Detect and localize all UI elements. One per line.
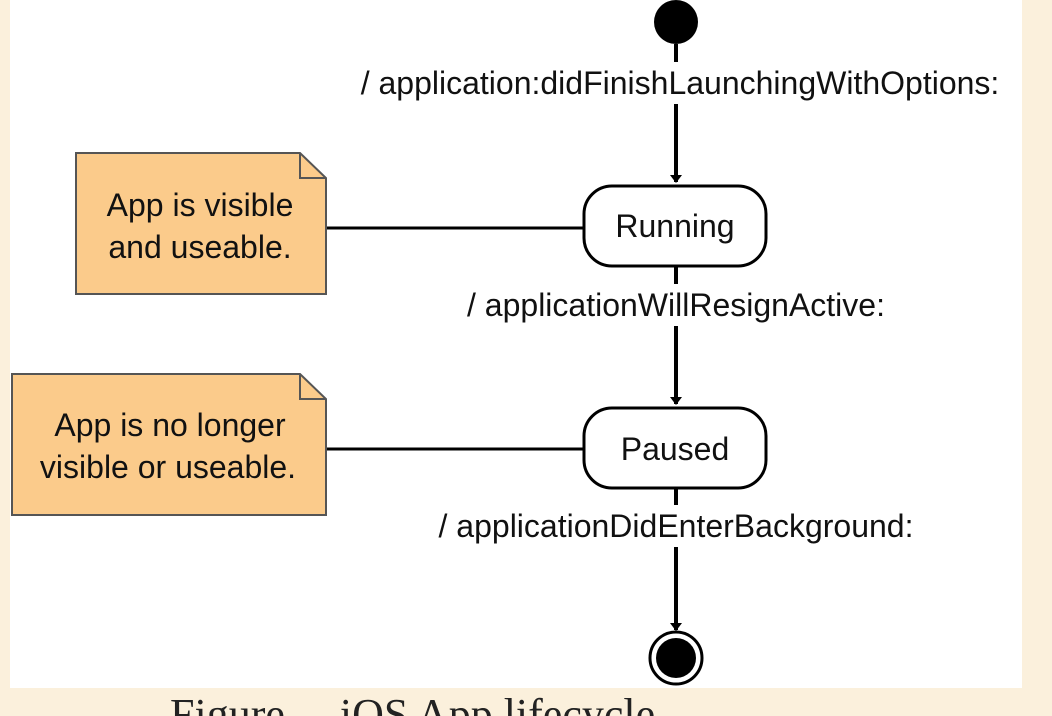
note-running	[75, 152, 327, 295]
transition-label-resign: / applicationWillResignActive:	[467, 287, 885, 323]
note-fold-icon	[299, 374, 326, 400]
diagram-canvas: / application:didFinishLaunchingWithOpti…	[10, 0, 1022, 688]
state-paused-label: Paused	[621, 431, 730, 467]
state-running-label: Running	[615, 208, 734, 244]
figure-caption: Figure ... iOS App lifecycle	[170, 690, 656, 716]
transition-label-background: / applicationDidEnterBackground:	[439, 508, 914, 544]
transition-label-bg	[415, 505, 941, 547]
note-running-line-2: and useable.	[108, 229, 291, 265]
note-paused-line-1: App is no longer	[54, 407, 286, 443]
transition-label-bg	[332, 62, 1022, 104]
note-paused-line-2: visible or useable.	[40, 449, 296, 485]
final-state-core	[656, 638, 696, 678]
transition-label-bg	[450, 284, 910, 326]
state-diagram: / application:didFinishLaunchingWithOpti…	[11, 0, 1022, 686]
note-running-line-1: App is visible	[107, 187, 294, 223]
initial-state-icon	[654, 0, 698, 44]
note-fold-icon	[299, 153, 326, 179]
note-paused	[11, 373, 327, 516]
transition-label-launch: / application:didFinishLaunchingWithOpti…	[361, 65, 1000, 101]
